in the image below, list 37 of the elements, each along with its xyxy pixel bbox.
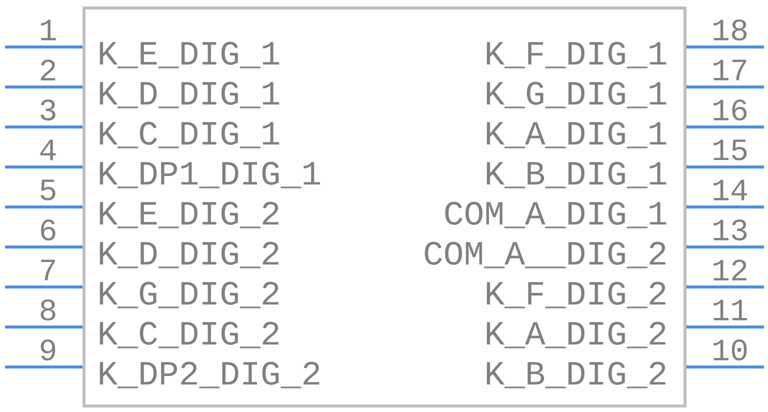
pin-name: K_G_DIG_2 [100,282,278,308]
pin-number: 10 [714,339,747,360]
pin-number: 11 [714,300,748,320]
pin-name: K_E_DIG_2 [100,202,278,228]
pin-number: 4 [40,140,56,160]
pin-number: 1 [40,20,56,40]
pin-number: 3 [40,99,56,120]
pin-name: K_F_DIG_1 [486,42,666,68]
pin-name: K_E_DIG_1 [100,42,280,68]
pin-name: K_D_DIG_2 [100,242,278,268]
pin-number: 14 [714,180,748,200]
pin-name: K_F_DIG_2 [486,282,666,308]
pin-number: 9 [40,339,56,360]
pin-name: K_B_DIG_1 [486,162,666,188]
pin-name: K_A_DIG_2 [486,322,666,348]
pin-name: K_C_DIG_1 [100,122,280,148]
pin-number: 13 [714,219,747,240]
pin-number: 18 [714,19,747,41]
pin-name: K_B_DIG_2 [486,362,666,388]
pin-name: K_DP2_DIG_2 [100,362,320,388]
pin-name: K_C_DIG_2 [100,322,278,348]
pin-number: 5 [40,180,56,200]
pin-name: COM_A_DIG_1 [445,202,666,228]
pin-name: K_DP1_DIG_1 [100,162,320,188]
pin-number: 7 [41,260,55,280]
pin-name: COM_A__DIG_2 [424,242,666,268]
pin-number: 17 [714,60,746,80]
ic-body [82,6,686,408]
pin-number: 15 [714,140,747,160]
pin-name: K_A_DIG_1 [486,122,666,148]
pin-number: 12 [714,260,746,280]
pin-name: K_D_DIG_1 [100,82,280,108]
pin-name: K_G_DIG_1 [486,82,666,108]
pin-number: 8 [40,299,56,320]
pin-number: 2 [40,60,56,80]
pin-number: 16 [714,99,747,120]
pin-number: 6 [41,219,56,240]
